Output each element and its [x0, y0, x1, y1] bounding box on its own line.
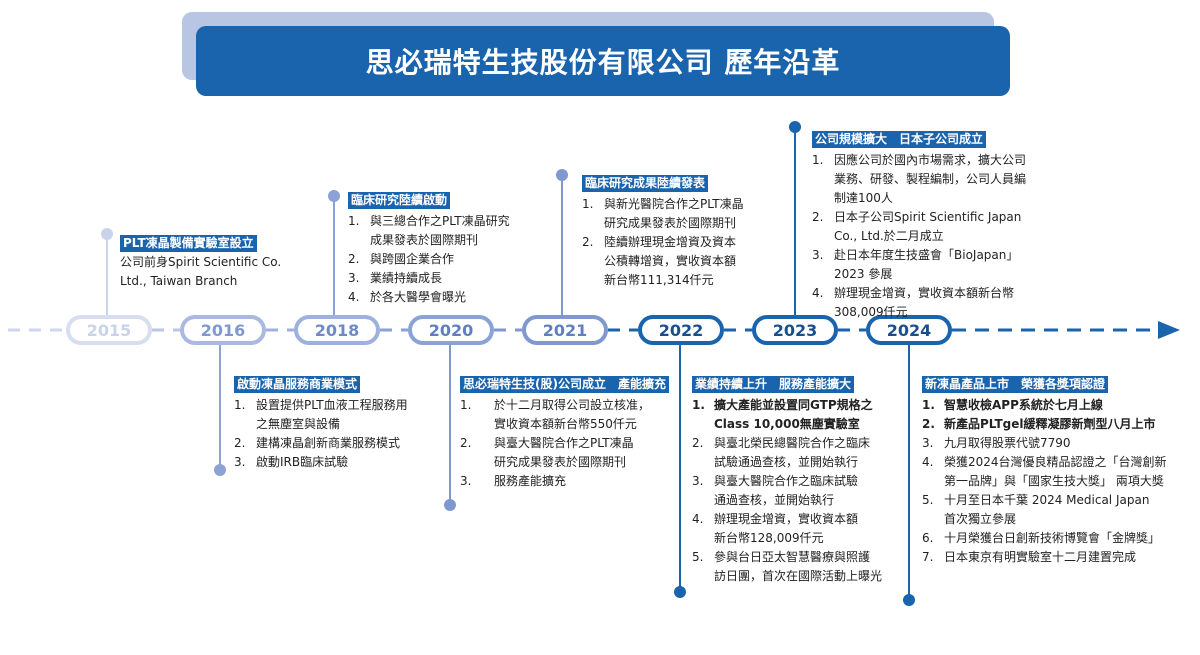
list-item: 1.設置提供PLT血液工程服務用之無塵室與設備 [234, 398, 408, 431]
list-item: 4.辦理現金增資，實收資本額新台幣128,009仟元 [692, 512, 859, 545]
list-item: 1.因應公司於國內市場需求，擴大公司業務、研發、製程編制，公司人員編制達100人 [812, 153, 1027, 205]
event-2020: 思必瑞特生技(股)公司成立 產能擴充 1.於十二月取得公司設立核准，實收資本額新… [460, 375, 680, 491]
event-text-line: 公司前身Spirit Scientific Co. [120, 255, 282, 269]
list-item: 6.十月榮獲台日創新技術博覽會「金牌獎」 [922, 531, 1161, 545]
event-heading: 臨床研究成果陸續發表 [582, 175, 709, 192]
event-heading: 新凍晶產品上市 榮獲各獎項認證 [922, 376, 1109, 393]
event-2021: 臨床研究成果陸續發表 1.與新光醫院合作之PLT凍晶研究成果發表於國際期刊 2.… [582, 174, 782, 290]
event-heading: 思必瑞特生技(股)公司成立 產能擴充 [460, 376, 669, 393]
year-label: 2024 [886, 320, 932, 340]
event-text-line: Ltd., Taiwan Branch [120, 274, 238, 288]
year-label: 2016 [200, 320, 246, 340]
list-item: 2.與臺北榮民總醫院合作之臨床試驗通過查核，並開始執行 [692, 436, 871, 469]
year-label: 2021 [542, 320, 588, 340]
year-pill-2024: 2024 [866, 315, 952, 345]
list-item: 3.九月取得股票代號7790 [922, 436, 1071, 450]
year-pill-2016: 2016 [180, 315, 266, 345]
year-label: 2022 [658, 320, 704, 340]
list-item: 3.赴日本年度生技盛會「BioJapan」2023 參展 [812, 248, 1019, 281]
list-item: 1.智慧收檢APP系統於七月上線 [922, 398, 1103, 412]
event-2018: 臨床研究陸續啟動 1.與三總合作之PLT凍晶研究成果發表於國際期刊 2.與跨國企… [348, 191, 548, 307]
event-heading: PLT凍晶製備實驗室設立 [120, 235, 257, 252]
page-title: 思必瑞特生技股份有限公司 歷年沿革 [196, 26, 1010, 96]
year-pill-2022: 2022 [638, 315, 724, 345]
year-label: 2018 [314, 320, 360, 340]
year-label: 2023 [772, 320, 818, 340]
list-item: 7.日本東京有明實驗室十二月建置完成 [922, 550, 1137, 564]
event-2023: 公司規模擴大 日本子公司成立 1.因應公司於國內市場需求，擴大公司業務、研發、製… [812, 130, 1062, 322]
list-item: 3.與臺大醫院合作之臨床試驗通過查核，並開始執行 [692, 474, 859, 507]
year-pill-2015: 2015 [66, 315, 152, 345]
list-item: 1.於十二月取得公司設立核准，實收資本額新台幣550仟元 [460, 398, 651, 431]
list-item: 2.新產品PLTgel緩釋凝膠新劑型八月上市 [922, 417, 1156, 431]
list-item: 2.與臺大醫院合作之PLT凍晶研究成果發表於國際期刊 [460, 436, 634, 469]
event-heading: 啟動凍晶服務商業模式 [234, 376, 361, 393]
event-heading: 業績持續上升 服務產能擴大 [692, 376, 855, 393]
year-pill-2018: 2018 [294, 315, 380, 345]
year-pill-2021: 2021 [522, 315, 608, 345]
list-item: 3.業績持續成長 [348, 271, 443, 285]
year-label: 2020 [428, 320, 474, 340]
event-2015: PLT凍晶製備實驗室設立 公司前身Spirit Scientific Co. L… [120, 234, 300, 291]
list-item: 1.與三總合作之PLT凍晶研究成果發表於國際期刊 [348, 214, 510, 247]
list-item: 2.陸續辦理現金增資及資本公積轉增資，實收資本額新台幣111,314仟元 [582, 235, 737, 287]
list-item: 2.與跨國企業合作 [348, 252, 455, 266]
year-pill-2020: 2020 [408, 315, 494, 345]
list-item: 5.參與台日亞太智慧醫療與照護訪日團，首次在國際活動上曝光 [692, 550, 883, 583]
list-item: 2.建構凍晶創新商業服務模式 [234, 436, 401, 450]
year-pill-2023: 2023 [752, 315, 838, 345]
event-2016: 啟動凍晶服務商業模式 1.設置提供PLT血液工程服務用之無塵室與設備 2.建構凍… [234, 375, 434, 472]
list-item: 1.與新光醫院合作之PLT凍晶研究成果發表於國際期刊 [582, 197, 744, 230]
list-item: 3.啟動IRB臨床試驗 [234, 455, 349, 469]
list-item: 4.榮獲2024台灣優良精品認證之「台灣創新第一品牌」與「國家生技大獎」 兩項大… [922, 455, 1167, 488]
event-2024: 新凍晶產品上市 榮獲各獎項認證 1.智慧收檢APP系統於七月上線 2.新產品PL… [922, 375, 1194, 567]
year-label: 2015 [86, 320, 132, 340]
list-item: 4.於各大醫學會曝光 [348, 290, 467, 304]
event-heading: 公司規模擴大 日本子公司成立 [812, 131, 987, 148]
list-item: 3.服務產能擴充 [460, 474, 567, 488]
event-heading: 臨床研究陸續啟動 [348, 192, 451, 209]
